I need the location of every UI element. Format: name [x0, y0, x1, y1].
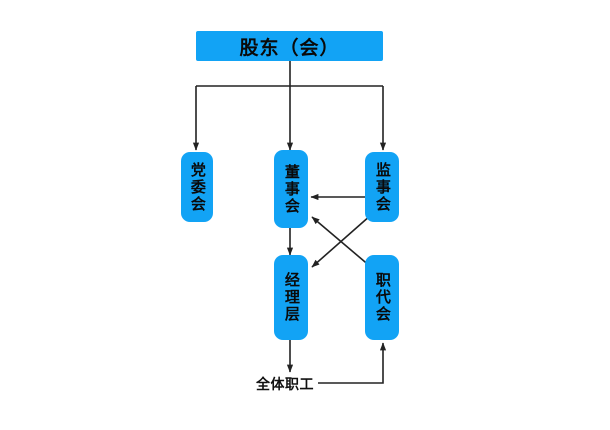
node-party-committee[interactable]: 党委会 [181, 152, 213, 222]
node-shareholders[interactable]: 股东（会） [196, 31, 383, 61]
node-management[interactable]: 经理层 [274, 255, 308, 340]
node-party-committee-label: 党委会 [188, 161, 207, 213]
edge-all-employees-to-staff-congress [318, 342, 387, 384]
node-management-label: 经理层 [282, 272, 301, 323]
node-board-of-supervisors[interactable]: 监事会 [365, 152, 399, 222]
node-staff-congress-label: 职代会 [373, 272, 392, 323]
node-board-of-directors-label: 董事会 [282, 163, 301, 215]
node-shareholders-label: 股东（会） [239, 36, 340, 59]
node-board-of-supervisors-label: 监事会 [373, 161, 392, 213]
node-all-employees: 全体职工 [256, 377, 314, 393]
edge-supervisors-to-management [311, 214, 372, 268]
node-staff-congress[interactable]: 职代会 [365, 255, 399, 340]
node-board-of-directors[interactable]: 董事会 [274, 150, 308, 228]
